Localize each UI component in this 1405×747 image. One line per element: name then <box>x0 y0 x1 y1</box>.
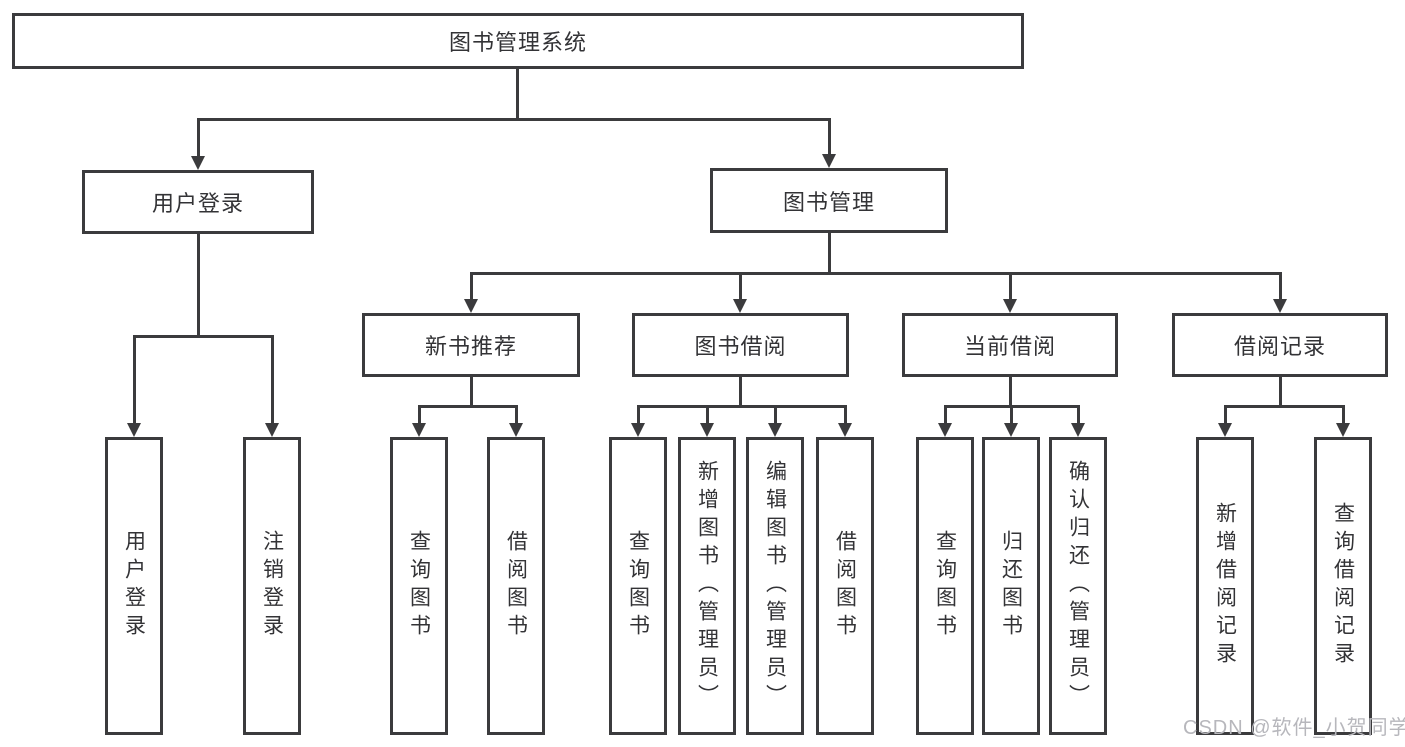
leaf-borrow-book: 借阅图书 <box>816 437 874 735</box>
leaf-label: 新增图书（管理员） <box>695 460 719 712</box>
leaf-label: 查询借阅记录 <box>1331 502 1355 670</box>
arrow-down-icon <box>464 299 478 313</box>
arrow-down-icon <box>1336 423 1350 437</box>
connector-line <box>470 377 473 405</box>
node-new-book-recommend: 新书推荐 <box>362 313 580 377</box>
arrow-down-icon <box>1003 299 1017 313</box>
node-label: 新书推荐 <box>424 334 517 359</box>
connector-line <box>739 377 742 405</box>
leaf-label: 查询图书 <box>407 530 431 642</box>
connector-line <box>1224 405 1227 423</box>
connector-line <box>706 405 709 423</box>
leaf-user-login: 用户登录 <box>105 437 163 735</box>
arrow-down-icon <box>733 299 747 313</box>
connector-line <box>1224 405 1344 408</box>
node-book-management: 图书管理 <box>710 168 948 233</box>
leaf-add-borrow-record: 新增借阅记录 <box>1196 437 1254 735</box>
connector-line <box>1342 405 1345 423</box>
connector-line <box>133 335 136 423</box>
connector-line <box>774 405 777 423</box>
leaf-query-book-borrow: 查询图书 <box>609 437 667 735</box>
node-current-borrow: 当前借阅 <box>902 313 1118 377</box>
node-label: 图书借阅 <box>694 334 787 359</box>
leaf-label: 归还图书 <box>999 530 1023 642</box>
arrow-down-icon <box>412 423 426 437</box>
leaf-label: 查询图书 <box>933 530 957 642</box>
leaf-add-book-admin: 新增图书（管理员） <box>678 437 736 735</box>
node-book-borrow: 图书借阅 <box>632 313 849 377</box>
leaf-borrow-book-recommend: 借阅图书 <box>487 437 545 735</box>
connector-line <box>944 405 947 423</box>
connector-line <box>828 118 831 156</box>
arrow-down-icon <box>1071 423 1085 437</box>
node-label: 用户登录 <box>151 191 244 216</box>
arrow-down-icon <box>509 423 523 437</box>
connector-line <box>1009 377 1012 405</box>
connector-line <box>418 405 518 408</box>
connector-line <box>470 272 473 299</box>
connector-line <box>271 335 274 423</box>
arrow-down-icon <box>1273 299 1287 313</box>
leaf-query-borrow-record: 查询借阅记录 <box>1314 437 1372 735</box>
arrow-down-icon <box>631 423 645 437</box>
leaf-label: 注销登录 <box>260 530 284 642</box>
node-label: 借阅记录 <box>1233 334 1326 359</box>
connector-line <box>197 234 200 335</box>
node-label: 图书管理 <box>782 189 875 215</box>
connector-line <box>1010 405 1013 423</box>
arrow-down-icon <box>838 423 852 437</box>
arrow-down-icon <box>127 423 141 437</box>
arrow-down-icon <box>265 423 279 437</box>
leaf-label: 编辑图书（管理员） <box>763 460 787 712</box>
connector-line <box>470 272 1282 275</box>
connector-line <box>844 405 847 423</box>
arrow-down-icon <box>822 154 836 168</box>
connector-line <box>197 118 831 121</box>
csdn-watermark: CSDN @软件_小贺同学 <box>1183 717 1405 739</box>
leaf-return-book: 归还图书 <box>982 437 1040 735</box>
leaf-query-book-current: 查询图书 <box>916 437 974 735</box>
node-user-login: 用户登录 <box>82 170 314 234</box>
leaf-label: 新增借阅记录 <box>1213 502 1237 670</box>
connector-line <box>1009 272 1012 299</box>
arrow-down-icon <box>700 423 714 437</box>
connector-line <box>418 405 421 423</box>
connector-line <box>515 405 518 423</box>
node-label: 当前借阅 <box>963 334 1056 359</box>
leaf-label: 查询图书 <box>626 530 650 642</box>
node-borrow-record: 借阅记录 <box>1172 313 1388 377</box>
arrow-down-icon <box>1004 423 1018 437</box>
arrow-down-icon <box>1218 423 1232 437</box>
leaf-label: 确认归还（管理员） <box>1066 460 1090 712</box>
connector-line <box>828 233 831 272</box>
connector-line <box>739 272 742 299</box>
connector-line <box>197 118 200 158</box>
leaf-edit-book-admin: 编辑图书（管理员） <box>746 437 804 735</box>
connector-line <box>1077 405 1080 423</box>
leaf-confirm-return-admin: 确认归还（管理员） <box>1049 437 1107 735</box>
arrow-down-icon <box>768 423 782 437</box>
leaf-query-book-recommend: 查询图书 <box>390 437 448 735</box>
leaf-label: 用户登录 <box>122 530 146 642</box>
leaf-label: 借阅图书 <box>504 530 528 642</box>
arrow-down-icon <box>191 156 205 170</box>
leaf-logout: 注销登录 <box>243 437 301 735</box>
connector-line <box>637 405 847 408</box>
connector-line <box>516 69 519 118</box>
connector-line <box>133 335 274 338</box>
node-label: 图书管理系统 <box>448 30 587 55</box>
node-book-management-system: 图书管理系统 <box>12 13 1024 69</box>
connector-line <box>1279 272 1282 299</box>
leaf-label: 借阅图书 <box>833 530 857 642</box>
connector-line <box>1279 377 1282 405</box>
connector-line <box>637 405 640 423</box>
arrow-down-icon <box>938 423 952 437</box>
